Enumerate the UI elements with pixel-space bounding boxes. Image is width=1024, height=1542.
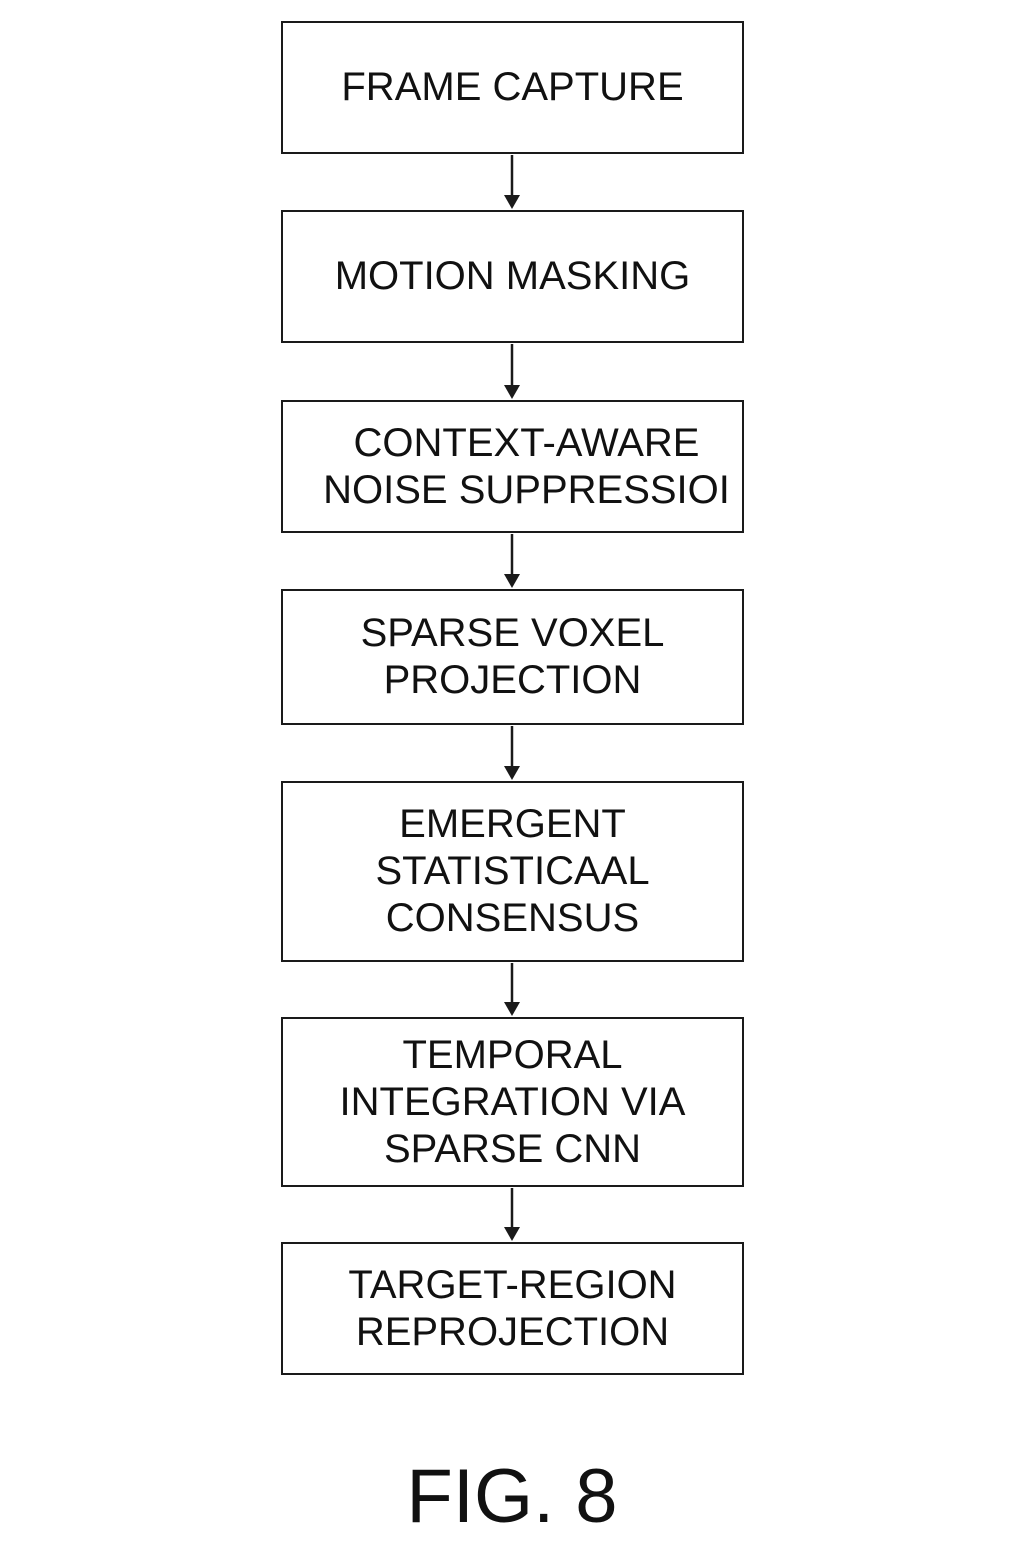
arrow-4-to-5 [504,726,520,780]
arrow-6-to-7 [504,1188,520,1241]
step-frame-capture: FRAME CAPTURE [281,21,744,154]
step-label: TEMPORAL INTEGRATION VIA SPARSE CNN [339,1032,686,1171]
step-noise-suppression: CONTEXT-AWARE NOISE SUPPRESSIOI [281,400,744,533]
step-label: EMERGENT STATISTICAAL CONSENSUS [375,802,650,940]
step-statistical-consensus: EMERGENT STATISTICAAL CONSENSUS [281,781,744,962]
step-label: CONTEXT-AWARE NOISE SUPPRESSIOI [323,420,730,512]
step-target-region-reprojection: TARGET-REGION REPROJECTION [281,1242,744,1375]
arrow-1-to-2 [504,155,520,209]
step-label: FRAME CAPTURE [341,65,684,109]
step-motion-masking: MOTION MASKING [281,210,744,343]
arrow-2-to-3 [504,344,520,399]
arrow-3-to-4 [504,534,520,588]
step-temporal-integration: TEMPORAL INTEGRATION VIA SPARSE CNN [281,1017,744,1187]
step-label: MOTION MASKING [334,254,691,298]
figure-label: FIG. 8 [406,1454,618,1539]
arrow-5-to-6 [504,963,520,1016]
step-label: TARGET-REGION REPROJECTION [348,1262,677,1354]
step-label: SPARSE VOXEL PROJECTION [360,611,665,702]
step-sparse-voxel-projection: SPARSE VOXEL PROJECTION [281,589,744,725]
